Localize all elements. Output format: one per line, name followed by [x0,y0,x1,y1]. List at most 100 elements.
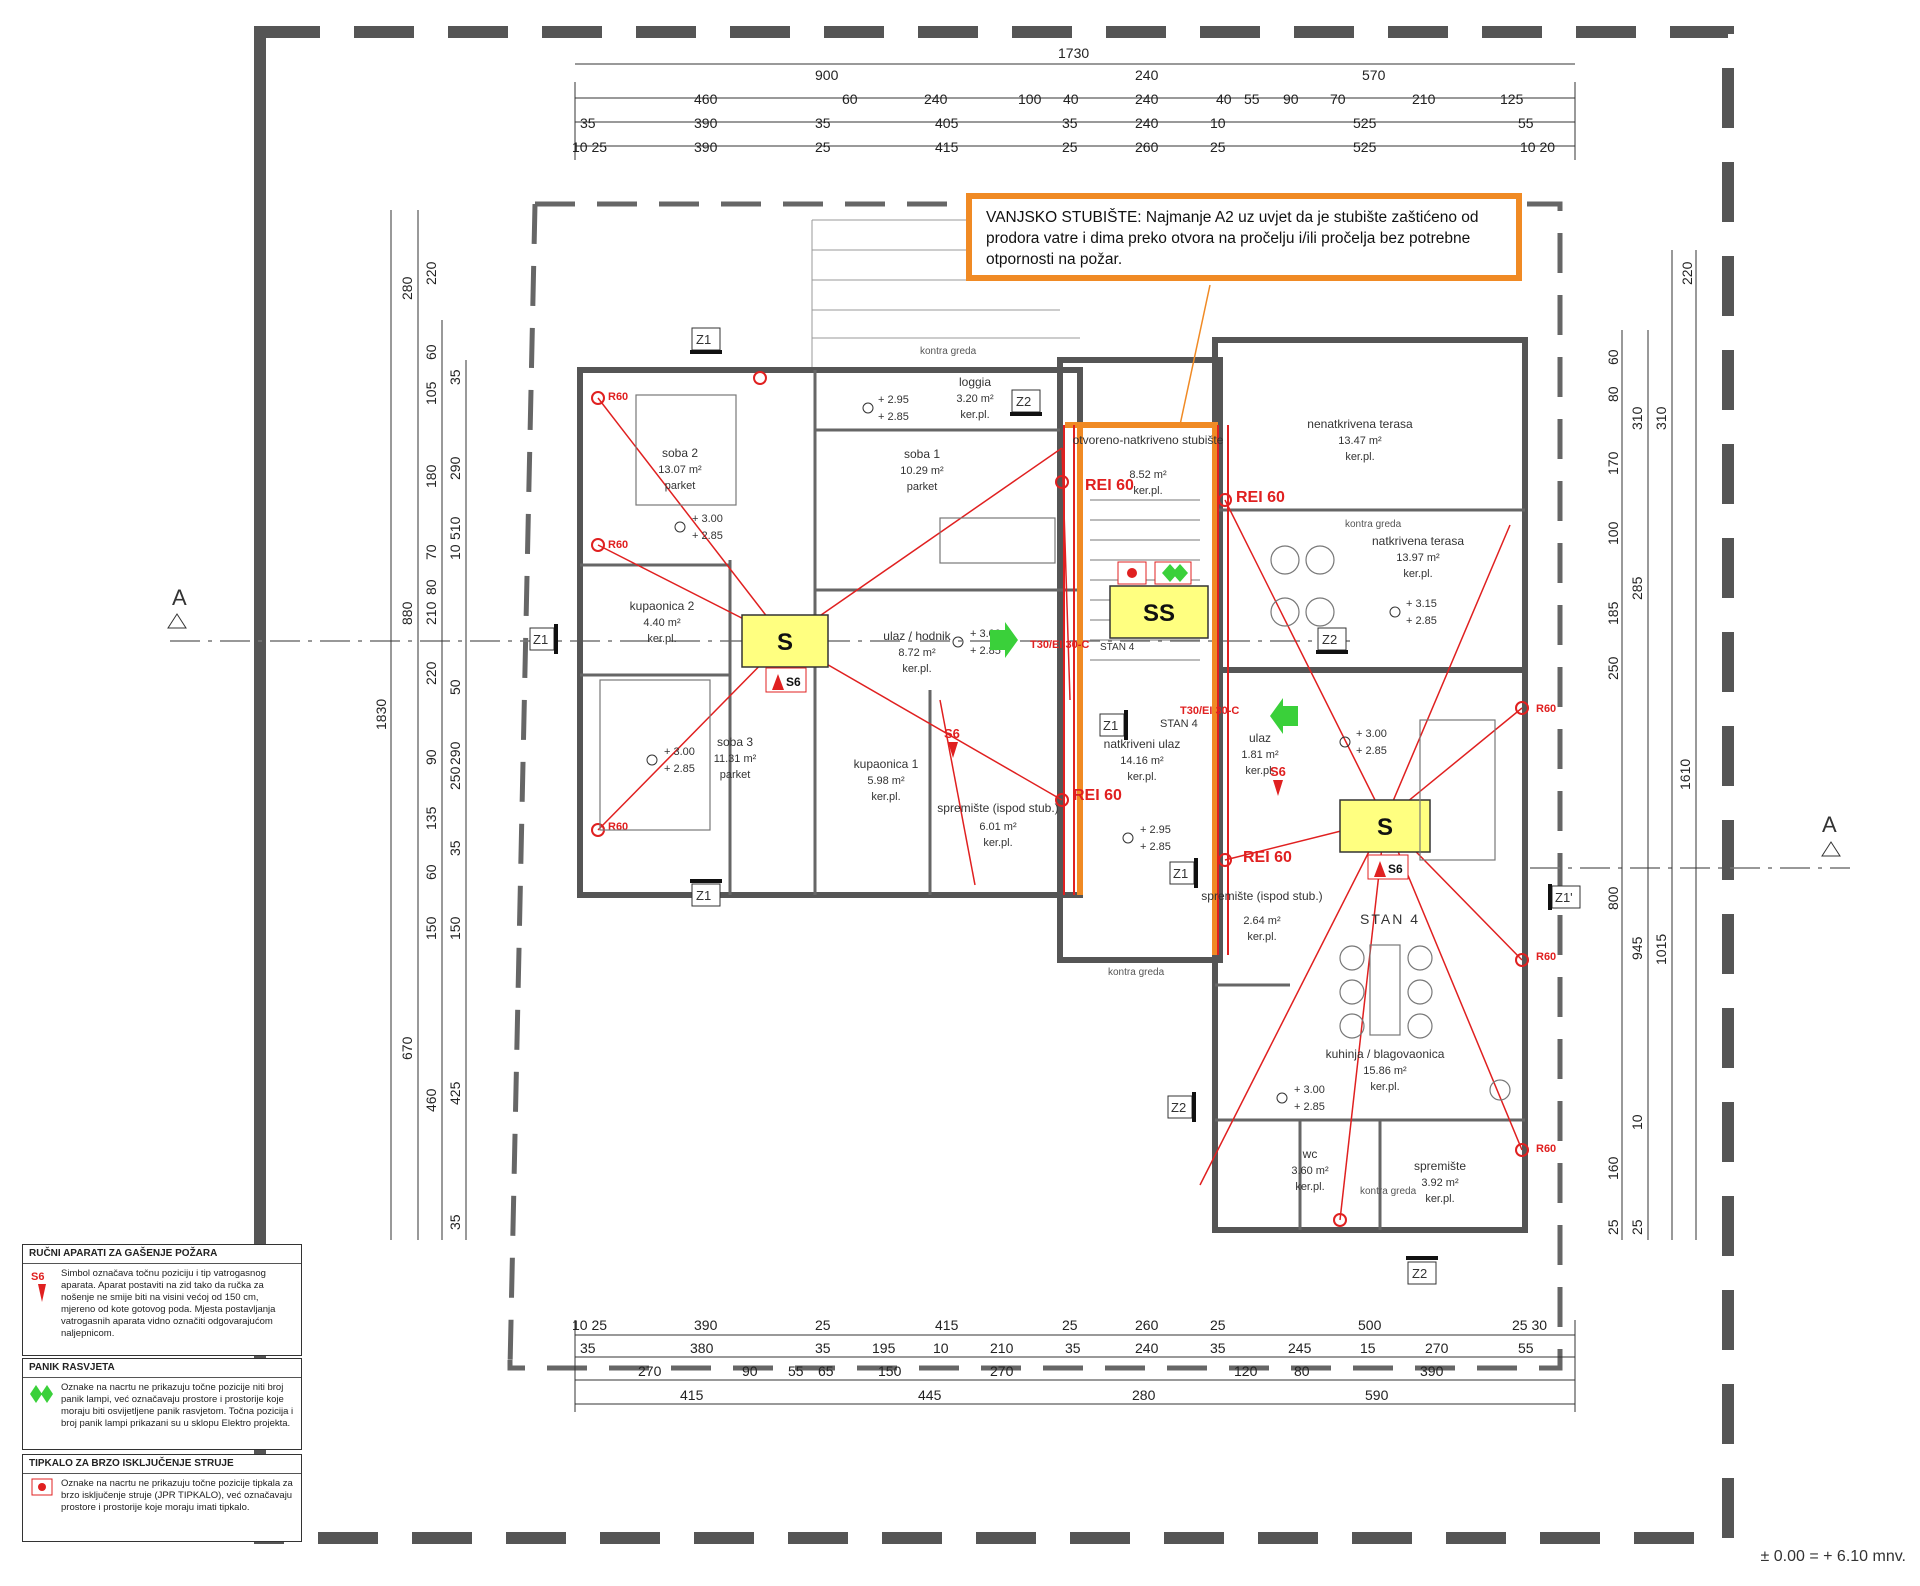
svg-text:2.64 m²: 2.64 m² [1243,915,1281,927]
svg-text:10.29 m²: 10.29 m² [900,465,944,477]
svg-text:10 25: 10 25 [572,1317,607,1333]
svg-text:220: 220 [423,261,439,285]
panic-light-marker [1154,561,1192,585]
svg-text:290: 290 [447,456,463,480]
svg-text:35: 35 [447,369,463,385]
svg-text:90: 90 [423,749,439,765]
svg-text:Z2: Z2 [1322,632,1337,647]
note-leader [1179,284,1211,426]
svg-text:250: 250 [447,766,463,790]
dims-bottom-row4: 415 445 280 590 [680,1387,1389,1403]
svg-text:parket: parket [907,481,938,493]
panic-light-icon [29,1382,55,1430]
svg-text:25: 25 [1210,139,1226,155]
z-marker-kitchen: Z2 [1167,1092,1196,1122]
svg-text:S6: S6 [1388,862,1403,876]
svg-text:+ 3.00: + 3.00 [692,513,723,525]
svg-text:105: 105 [423,381,439,405]
svg-text:170: 170 [1605,451,1621,475]
room-loggia: loggia 3.20 m² ker.pl. [956,375,994,421]
svg-text:+ 2.95: + 2.95 [1140,824,1171,836]
svg-text:50: 50 [447,679,463,695]
svg-text:390: 390 [1420,1363,1444,1379]
svg-text:spremište (ispod stub.): spremište (ispod stub.) [937,801,1058,815]
svg-text:35: 35 [447,1214,463,1230]
svg-text:4.40 m²: 4.40 m² [643,617,681,629]
svg-text:15: 15 [1360,1340,1376,1356]
z-marker-stair: Z1 [1169,858,1198,888]
svg-text:310: 310 [1653,406,1669,430]
z-marker-right: Z1' [1548,884,1581,910]
svg-text:390: 390 [694,139,718,155]
svg-text:13.97 m²: 13.97 m² [1396,552,1440,564]
svg-text:1.81 m²: 1.81 m² [1241,749,1279,761]
svg-text:ker.pl.: ker.pl. [1133,485,1162,497]
svg-text:270: 270 [638,1363,662,1379]
svg-text:13.07 m²: 13.07 m² [658,464,702,476]
svg-text:35: 35 [1210,1340,1226,1356]
svg-text:245: 245 [1288,1340,1312,1356]
svg-text:R60: R60 [1536,703,1556,715]
svg-text:Z1: Z1 [1173,866,1188,881]
legend-switch-text: Oznake na nacrtu ne prikazuju točne pozi… [61,1478,293,1513]
dims-right-col1: 220 60 80 170 100 185 250 800 160 25 [1605,261,1695,1235]
svg-text:+ 3.00: + 3.00 [1356,728,1387,740]
svg-text:ker.pl.: ker.pl. [1370,1081,1399,1093]
svg-text:150: 150 [878,1363,902,1379]
svg-text:ker.pl.: ker.pl. [647,633,676,645]
dims-bottom-row3: 270 90 55 65 150 270 120 80 390 [638,1363,1444,1379]
svg-text:otvoreno-natkriveno stubište: otvoreno-natkriveno stubište [1073,433,1224,447]
svg-text:250: 250 [1605,656,1621,680]
svg-text:210: 210 [423,601,439,625]
svg-text:REI 60: REI 60 [1243,849,1292,866]
dims-left-col1: 280 880 670 [399,276,415,1060]
dims-bottom-row2: 35 380 35 195 10 210 35 240 35 245 15 27… [580,1340,1534,1356]
svg-text:25 30: 25 30 [1512,1317,1547,1333]
exit-arrow-1 [990,622,1018,658]
section-mark-right: A [1822,812,1837,837]
svg-text:285: 285 [1629,576,1645,600]
bed-soba-3 [599,679,711,831]
svg-text:60: 60 [423,864,439,880]
svg-text:380: 380 [690,1340,714,1356]
svg-text:10: 10 [933,1340,949,1356]
svg-text:55: 55 [1518,115,1534,131]
svg-text:120: 120 [1234,1363,1258,1379]
svg-text:soba 1: soba 1 [904,447,940,461]
dims-left-col2: 220 60 105 180 70 80 210 220 90 135 60 1… [423,261,439,1112]
svg-text:1015: 1015 [1653,934,1669,965]
svg-text:260: 260 [1135,1317,1159,1333]
legend-panic-title: PANIK RASVJETA [23,1359,301,1378]
dims-right [1621,250,1697,1240]
desk-soba-1 [939,517,1056,564]
svg-text:500: 500 [1358,1317,1382,1333]
svg-text:R60: R60 [608,391,628,403]
room-spremiste-1: spremište (ispod stub.) 6.01 m² ker.pl. [937,801,1058,849]
svg-text:210: 210 [1412,91,1436,107]
svg-text:195: 195 [872,1340,896,1356]
svg-text:loggia: loggia [959,375,991,389]
dim-left-total: 1830 [373,699,389,730]
svg-text:160: 160 [1605,1156,1621,1180]
exit-arrow-2 [1270,698,1298,734]
dims-top [574,63,1576,160]
fire-note-text: VANJSKO STUBIŠTE: Najmanje A2 uz uvjet d… [986,209,1479,268]
svg-text:270: 270 [1425,1340,1449,1356]
svg-text:460: 460 [423,1088,439,1112]
dim-right-total: 1610 [1677,759,1693,790]
svg-text:425: 425 [447,1081,463,1105]
svg-text:kupaonica 1: kupaonica 1 [854,757,919,771]
stan-label-big: STAN 4 [1360,911,1420,927]
legend-panic-text: Oznake na nacrtu ne prikazuju točne pozi… [61,1382,294,1429]
room-ulaz: ulaz 1.81 m² ker.pl. [1241,731,1279,777]
svg-text:900: 900 [815,67,839,83]
svg-text:+ 2.85: + 2.85 [1294,1101,1325,1113]
svg-text:+ 3.00: + 3.00 [1294,1084,1325,1096]
svg-text:65: 65 [818,1363,834,1379]
svg-text:240: 240 [1135,91,1159,107]
svg-text:80: 80 [1605,386,1621,402]
svg-text:Z2: Z2 [1171,1100,1186,1115]
svg-text:3.92 m²: 3.92 m² [1421,1177,1459,1189]
svg-text:5.98 m²: 5.98 m² [867,775,905,787]
s6-marker-3: S6 [944,726,960,758]
